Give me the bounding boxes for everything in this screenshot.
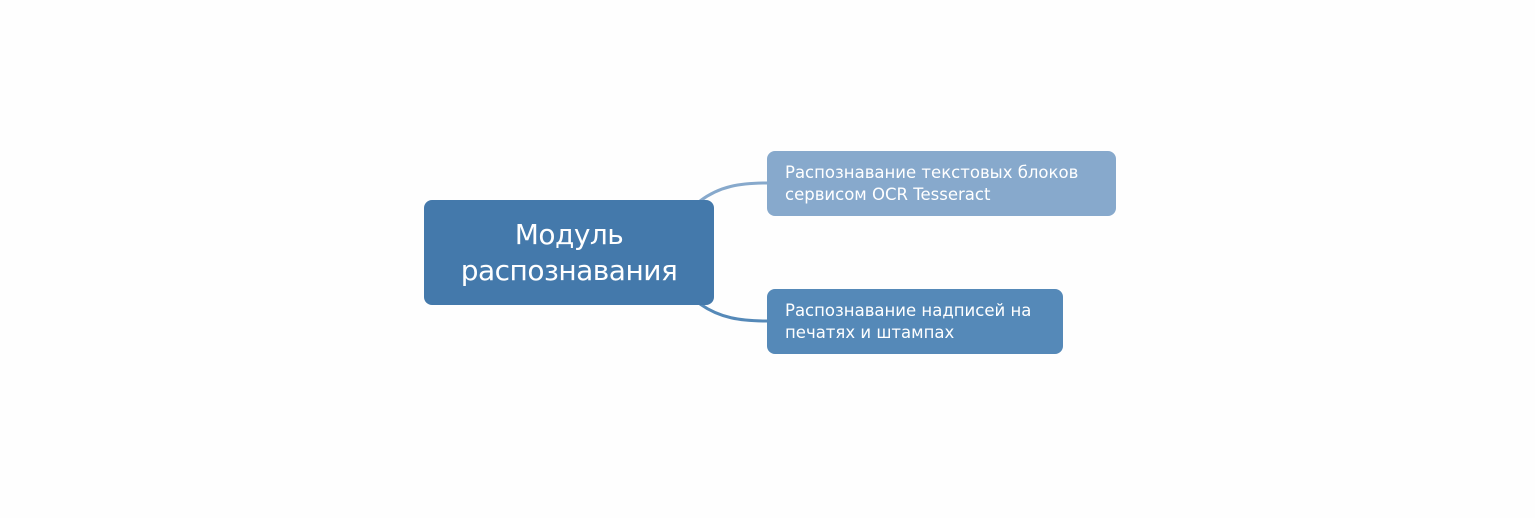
child-node-line1: Распознавание текстовых блоков <box>785 163 1079 182</box>
central-node-line1: Модуль <box>514 217 624 251</box>
child-node-line2: печатях и штампах <box>785 323 955 342</box>
child-node-line2: сервисом OCR Tesseract <box>785 185 991 204</box>
central-node[interactable]: Модуль распознавания <box>424 200 714 305</box>
child-node-ocr[interactable]: Распознавание текстовых блоков сервисом … <box>767 151 1116 216</box>
central-node-line2: распознавания <box>460 253 678 287</box>
child-node-stamps[interactable]: Распознавание надписей на печатях и штам… <box>767 289 1063 354</box>
child-node-line1: Распознавание надписей на <box>785 301 1032 320</box>
connector-top <box>699 181 769 203</box>
connector-bottom <box>699 302 769 323</box>
